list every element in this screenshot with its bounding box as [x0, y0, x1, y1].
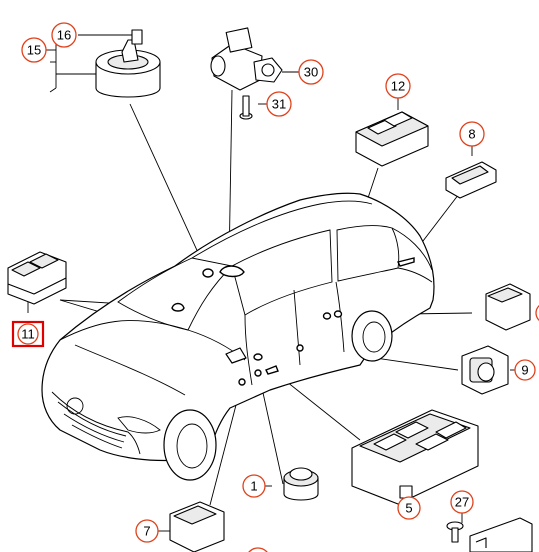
- mirror-knob-1: [283, 467, 319, 501]
- callout-8: 8: [459, 121, 485, 147]
- screw-27: [446, 521, 464, 543]
- window-switch-11: [7, 251, 67, 305]
- motor-part: [210, 27, 283, 91]
- switch-8: [445, 161, 497, 199]
- callout-label: 15: [27, 43, 41, 58]
- callout-label: 12: [391, 79, 405, 94]
- callout-label: 5: [405, 501, 412, 516]
- callout-12: 12: [385, 73, 411, 99]
- light-switch-part: [95, 29, 161, 98]
- window-switch-7: [169, 501, 225, 552]
- callout-30: 30: [298, 59, 324, 85]
- callout-31-partial: 31: [248, 547, 268, 552]
- callout-label: 30: [304, 65, 318, 80]
- screw-part: [239, 95, 253, 120]
- callout-label: 31: [272, 97, 286, 112]
- callout-27: 27: [450, 490, 474, 514]
- callout-edge-partial: [535, 304, 539, 322]
- mirror-switch-9: [461, 345, 509, 395]
- window-switch-5: [351, 409, 479, 505]
- callout-7: 7: [135, 519, 159, 543]
- callout-15: 15: [21, 37, 47, 63]
- callout-label: 1: [250, 479, 257, 494]
- window-switch-rear: [485, 283, 531, 331]
- callout-label: 11: [21, 327, 35, 342]
- callout-label: 16: [57, 28, 71, 43]
- callout-label: 8: [468, 127, 475, 142]
- callout-16: 16: [51, 22, 77, 48]
- bracket-part: [469, 517, 533, 552]
- window-switch-12: [355, 111, 429, 167]
- callout-9: 9: [514, 359, 536, 381]
- callout-label: 9: [521, 363, 528, 378]
- callout-label: 27: [455, 495, 469, 510]
- callout-31: 31: [266, 91, 292, 117]
- car-body: [41, 192, 435, 481]
- callout-1: 1: [242, 474, 266, 498]
- callout-label: 7: [143, 524, 150, 539]
- callout-5: 5: [397, 496, 421, 520]
- highlight-box: [11, 320, 45, 348]
- callout-11: 11: [11, 320, 45, 348]
